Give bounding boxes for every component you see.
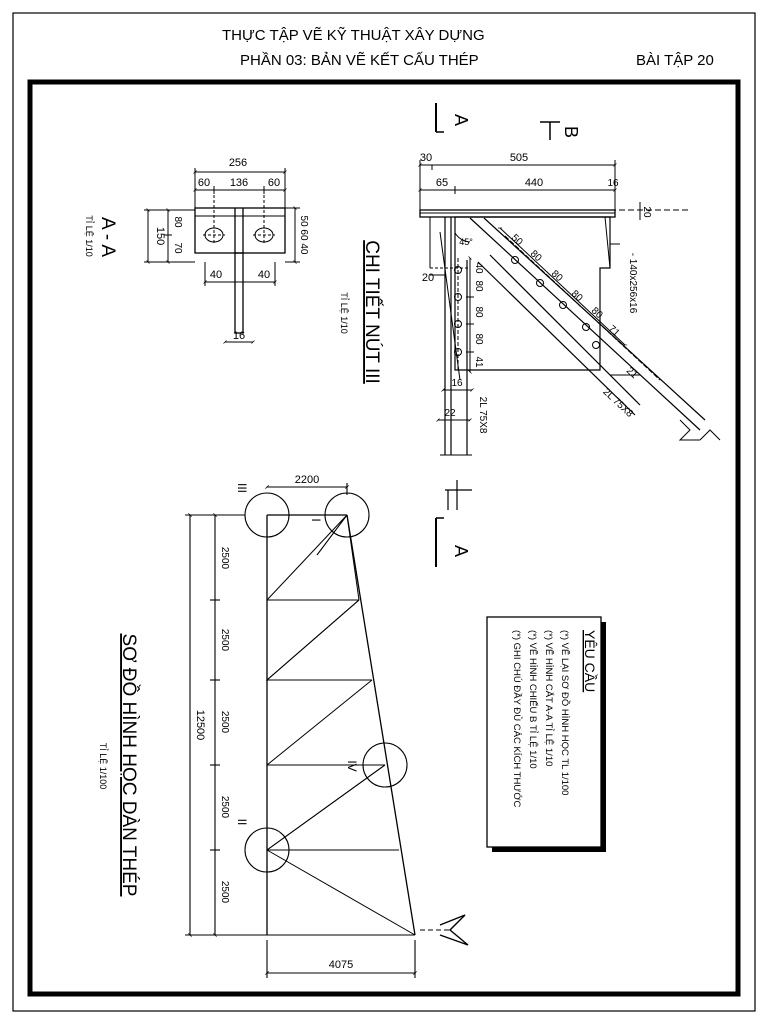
requirement-item-2: (*) VẼ HÌNH CẮT A-A TỈ LỆ 1/10 (543, 630, 555, 766)
diagonal-member-label: 2L 75X8 (600, 387, 635, 420)
section-aa-title: A - A (97, 217, 118, 257)
outer-border (12, 12, 756, 1012)
dim-2200: 2200 (295, 474, 319, 486)
section-aa-scale: TỈ LỆ 1/10 (84, 215, 95, 257)
sheet-title: THỰC TẬP VẼ KỸ THUẬT XÂY DỰNG (222, 27, 485, 44)
section-mark-a-bottom: A (451, 545, 471, 557)
truss-diagram (185, 483, 469, 978)
node-label-iv: IV (345, 760, 359, 771)
dim-440: 440 (525, 177, 543, 189)
dim-bolt-left: 40 (210, 269, 222, 281)
requirement-item-4: (*) GHI CHÚ ĐẦY ĐỦ CÁC KÍCH THƯỚC (511, 630, 523, 808)
panel-dim-5: 2500 (219, 881, 230, 904)
dim-60-right: 60 (268, 177, 280, 189)
requirement-item-3: (*) VẼ HÌNH CHIẾU B TỈ LỆ 1/10 (527, 630, 539, 769)
node-detail-scale: TỈ LỆ 1/10 (339, 292, 350, 334)
dim-256: 256 (229, 157, 247, 169)
dim-505: 505 (510, 152, 528, 164)
dim-d71: 71 (606, 323, 622, 339)
node-circle-ii (244, 827, 290, 873)
dim-v41: 41 (473, 356, 484, 368)
dim-d50: 50 (509, 232, 525, 248)
section-mark-a-top: A (451, 114, 471, 126)
gusset-plate (454, 216, 611, 371)
dim-65: 65 (436, 177, 448, 189)
dim-v80-c: 80 (473, 333, 484, 345)
dim-web-16: 16 (233, 330, 245, 342)
node-label-ii: II (235, 819, 249, 826)
dim-d80-c: 80 (569, 288, 585, 304)
dim-60-left: 60 (198, 177, 210, 189)
dim-80: 80 (172, 216, 183, 228)
view-mark-b: B (561, 126, 581, 138)
panel-dim-4: 2500 (219, 796, 230, 819)
panel-dim-3: 2500 (219, 711, 230, 734)
dim-150: 150 (154, 227, 166, 245)
requirements-box (486, 616, 602, 848)
truss-title: SƠ ĐỒ HÌNH HỌC DÀN THÉP (118, 634, 140, 897)
node-label-iii: III (235, 483, 249, 493)
node-circle-iv (362, 742, 408, 788)
gusset-plate-section (234, 252, 244, 334)
sheet-subtitle: PHẦN 03: BẢN VẼ KẾT CẤU THÉP (240, 52, 479, 69)
dim-12500: 12500 (194, 710, 206, 741)
dim-16-top: 16 (607, 178, 619, 189)
panel-dim-2: 2500 (219, 629, 230, 652)
node-detail-title: CHI TIẾT NÚT III (361, 240, 383, 384)
dim-d80-b: 80 (549, 268, 565, 284)
dim-v80-b: 80 (473, 306, 484, 318)
dim-136: 136 (230, 177, 248, 189)
dim-bolt-right: 40 (258, 269, 270, 281)
dim-v80-a: 80 (473, 280, 484, 292)
requirements-title: YÊU CẦU (582, 630, 598, 692)
exercise-number: BÀI TẬP 20 (636, 52, 714, 69)
dim-50-60-40: 50 60 40 (298, 216, 309, 255)
dim-d80-a: 80 (528, 248, 544, 264)
inner-border (27, 79, 741, 997)
panel-dim-1: 2500 (219, 547, 230, 570)
dim-16-bottom: 16 (451, 378, 463, 389)
dim-20-top: 20 (641, 206, 652, 218)
node-label-i: I (309, 518, 323, 521)
dim-d21: 21 (624, 365, 640, 381)
node-iii-detail (418, 103, 721, 567)
angle-45: 45° (459, 237, 473, 247)
truss-scale: TỈ LỆ 1/100 (98, 743, 109, 790)
plate-dimension: - 140x256x16 (627, 253, 638, 314)
vertical-member-label: 2L 75X8 (477, 397, 488, 434)
dim-70: 70 (172, 242, 183, 254)
dim-v40: 40 (473, 262, 484, 274)
requirement-item-1: (*) VẼ LẠI SƠ ĐỒ HÌNH HỌC TL 1/100 (559, 630, 571, 795)
dim-d80-d: 80 (589, 305, 605, 321)
dim-20-side: 20 (422, 272, 434, 284)
dim-30: 30 (420, 152, 432, 164)
section-aa-view (144, 168, 300, 344)
dim-22: 22 (444, 408, 456, 419)
truss-inclined-chord (346, 514, 416, 936)
dim-4075: 4075 (329, 959, 353, 971)
